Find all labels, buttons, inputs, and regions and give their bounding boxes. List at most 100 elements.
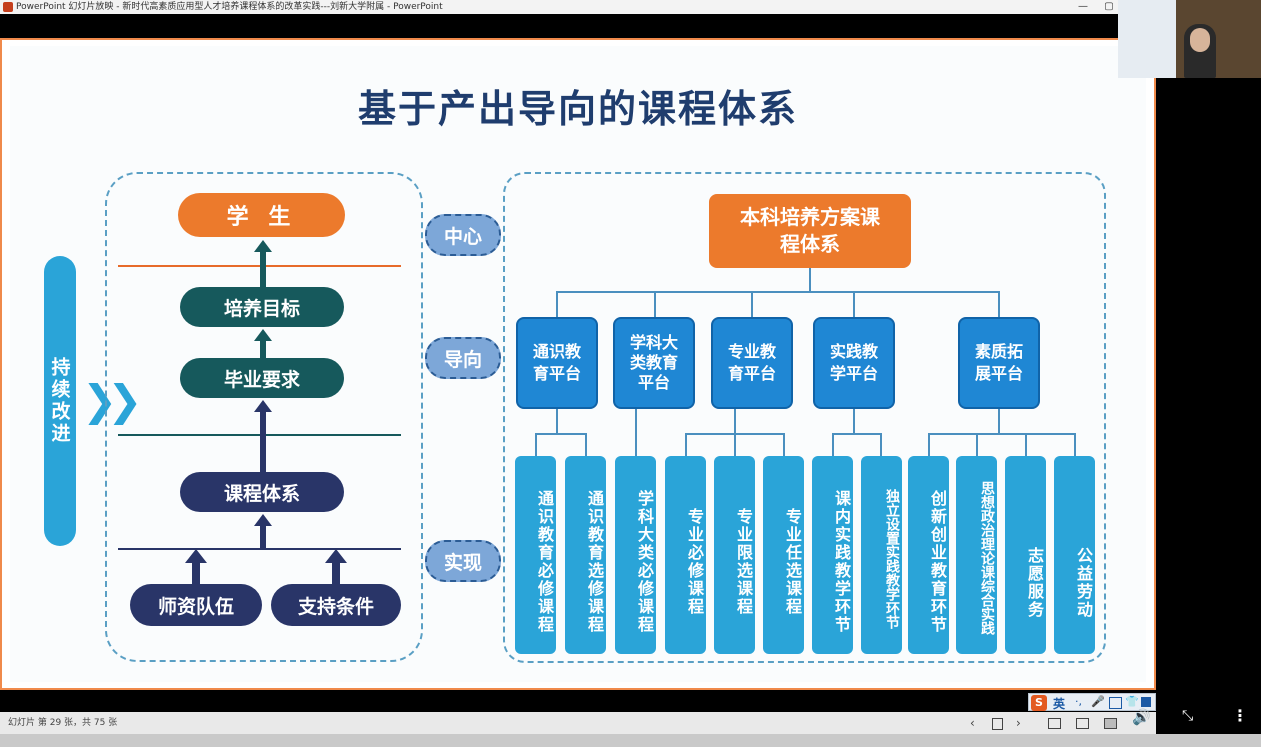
support-conditions-node: 支持条件 (271, 584, 401, 626)
course-box: 专业任选课程 (763, 456, 804, 654)
course-box: 志愿服务 (1005, 456, 1046, 654)
reading-view-icon[interactable] (1104, 718, 1117, 729)
connector (928, 433, 930, 457)
connector (976, 433, 978, 457)
volume-icon[interactable]: 🔊 (1132, 708, 1151, 726)
connector (853, 409, 855, 434)
maximize-icon[interactable]: ▢ (1104, 1, 1114, 12)
center-label: 中心 (425, 214, 501, 256)
root-node: 本科培养方案课程体系 (709, 194, 911, 268)
sogou-logo-icon: S (1031, 695, 1047, 711)
outcome-panel (105, 172, 423, 662)
connector (928, 433, 1076, 435)
arrow-shaft (260, 526, 266, 548)
exit-fullscreen-icon[interactable]: ⤡ (1182, 708, 1194, 724)
connector (654, 291, 656, 318)
slide-menu-icon[interactable] (992, 718, 1003, 730)
slide-title: 基于产出导向的课程体系 (357, 87, 798, 131)
presenter-video[interactable] (1118, 0, 1261, 78)
course-box: 学科大类必修课程 (615, 456, 656, 654)
slide-sorter-icon[interactable] (1076, 718, 1089, 729)
connector (1074, 433, 1076, 457)
connector (832, 433, 834, 457)
course-box: 创新创业教育环节 (908, 456, 949, 654)
video-slide-preview (1118, 0, 1176, 78)
connector (880, 433, 882, 457)
connector (998, 409, 1000, 434)
next-slide-icon[interactable]: › (1016, 716, 1021, 730)
status-bar: 幻灯片 第 29 张，共 75 张 ‹ › (0, 712, 1261, 734)
arrow-shaft (192, 563, 200, 585)
divider-line (118, 265, 401, 267)
arrow-shaft (260, 412, 266, 472)
ime-toolbar[interactable]: S 英 ·, 🎤 👕 (1028, 693, 1156, 711)
course-box: 独立设置实践教学环节 (861, 456, 902, 654)
arrow-shaft (332, 563, 340, 585)
faculty-node: 师资队伍 (130, 584, 262, 626)
course-box: 课内实践教学环节 (812, 456, 853, 654)
keyboard-icon[interactable] (1109, 697, 1122, 709)
orient-label: 导向 (425, 337, 501, 379)
course-box: 通识教育必修课程 (515, 456, 556, 654)
platform-major: 专业教育平台 (711, 317, 793, 409)
curriculum-node: 课程体系 (180, 472, 344, 512)
player-controls: 🔊 ⤡ ⋮ (1132, 690, 1261, 734)
arrow-shaft (260, 252, 266, 288)
student-node: 学 生 (178, 193, 345, 237)
connector (635, 409, 637, 457)
powerpoint-app-icon (3, 2, 13, 12)
platform-quality: 素质拓展平台 (958, 317, 1040, 409)
platform-general-education: 通识教育平台 (516, 317, 598, 409)
platform-discipline: 学科大类教育平台 (613, 317, 695, 409)
connector (556, 291, 999, 293)
prev-slide-icon[interactable]: ‹ (970, 716, 975, 730)
course-box: 公益劳动 (1054, 456, 1095, 654)
arrow-up-icon (254, 400, 272, 412)
skin-icon[interactable]: 👕 (1125, 695, 1139, 708)
window-title: PowerPoint 幻灯片放映 - 新时代高素质应用型人才培养课程体系的改革实… (16, 2, 443, 12)
connector (832, 433, 882, 435)
connector (734, 409, 736, 434)
course-box: 思想政治理论课综合实践 (956, 456, 997, 654)
implement-label: 实现 (425, 540, 501, 582)
course-box: 专业必修课程 (665, 456, 706, 654)
connector (734, 433, 736, 457)
course-box: 通识教育选修课程 (565, 456, 606, 654)
arrow-up-icon (185, 549, 207, 563)
connector (535, 433, 587, 435)
punctuation-icon[interactable]: ·, (1075, 695, 1082, 708)
slide-counter: 幻灯片 第 29 张，共 75 张 (8, 718, 118, 728)
connector (685, 433, 687, 457)
connector (535, 433, 537, 457)
minimize-icon[interactable]: — (1078, 1, 1088, 12)
microphone-icon[interactable]: 🎤 (1091, 695, 1105, 708)
connector (1025, 433, 1027, 457)
arrow-up-icon (254, 240, 272, 252)
connector (556, 409, 558, 434)
graduation-requirement-node: 毕业要求 (180, 358, 344, 398)
more-options-icon[interactable]: ⋮ (1232, 706, 1248, 725)
window-titlebar: PowerPoint 幻灯片放映 - 新时代高素质应用型人才培养课程体系的改革实… (0, 0, 1261, 14)
arrow-up-icon (254, 514, 272, 526)
course-box: 专业限选课程 (714, 456, 755, 654)
divider-line (118, 548, 401, 550)
arrow-up-icon (254, 329, 272, 341)
connector (556, 291, 558, 318)
toolbox-icon[interactable] (1141, 697, 1151, 707)
ime-mode-label[interactable]: 英 (1053, 697, 1066, 711)
curriculum-tree-panel (503, 172, 1106, 663)
normal-view-icon[interactable] (1048, 718, 1061, 729)
connector (585, 433, 587, 457)
connector (998, 291, 1000, 318)
connector (809, 268, 811, 292)
connector (751, 291, 753, 318)
arrow-up-icon (325, 549, 347, 563)
arrow-shaft (260, 341, 266, 359)
training-goal-node: 培养目标 (180, 287, 344, 327)
divider-line (118, 434, 401, 436)
connector (783, 433, 785, 457)
connector (853, 291, 855, 318)
taskbar (0, 734, 1261, 747)
continuous-improvement-bar: 持续改进 (44, 256, 76, 546)
platform-practice: 实践教学平台 (813, 317, 895, 409)
